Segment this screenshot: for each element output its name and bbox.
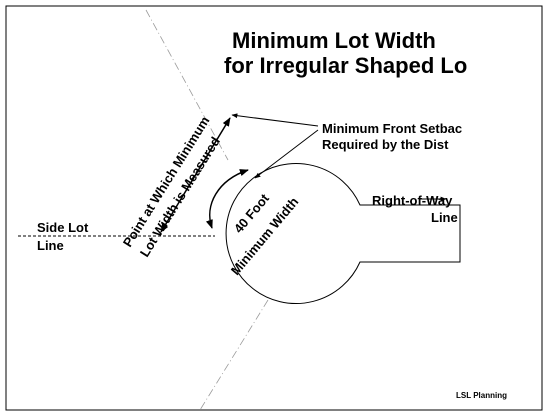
lot-width-measure-line	[160, 117, 231, 233]
cul-de-sac-shape	[225, 163, 461, 304]
right-of-way-label-1: Right-of-Way	[372, 193, 453, 208]
setback-leader-upper	[231, 113, 319, 127]
front-setback-label-1: Minimum Front Setbac	[322, 121, 462, 136]
lower-guide-line	[199, 299, 269, 411]
right-of-way-label-2: Line	[431, 210, 458, 225]
title-line-2: for Irregular Shaped Lo	[224, 53, 467, 78]
forty-foot-arc	[205, 169, 249, 229]
side-lot-label-2: Line	[37, 238, 64, 253]
credit-label: LSL Planning	[456, 391, 507, 400]
setback-leader-lower	[254, 129, 319, 179]
front-setback-label-2: Required by the Dist	[322, 137, 449, 152]
side-lot-label-1: Side Lot	[37, 220, 89, 235]
page-frame	[5, 5, 543, 411]
title-line-1: Minimum Lot Width	[232, 28, 436, 53]
